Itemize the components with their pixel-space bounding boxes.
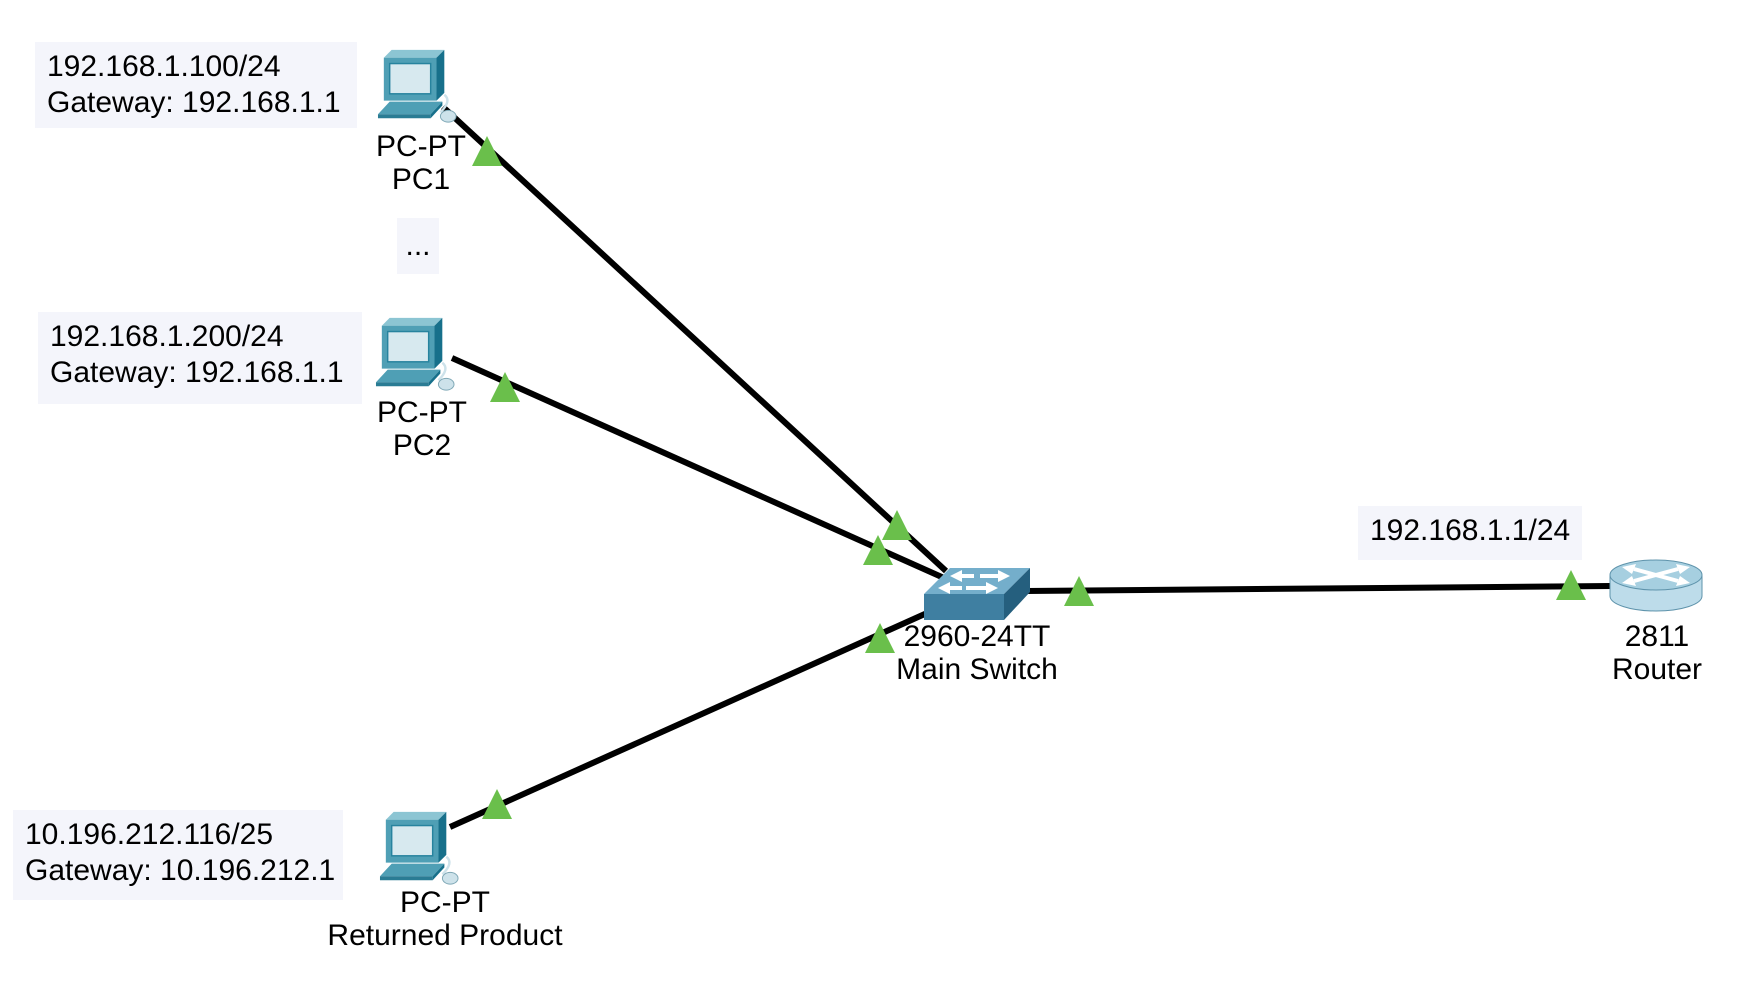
note-line: 192.168.1.100/24: [47, 50, 281, 83]
note-line: 192.168.1.1/24: [1370, 514, 1571, 547]
link-status-up-icon: [472, 136, 502, 166]
link-pc1-mainswitch[interactable]: [440, 104, 949, 574]
link-status-up-icon: [1064, 576, 1094, 606]
note-line: 192.168.1.200/24: [50, 320, 284, 353]
device-name: PC2: [392, 429, 452, 462]
device-label-returned-product: PC-PT Returned Product: [325, 886, 565, 952]
note-pc1-ip[interactable]: 192.168.1.100/24 Gateway: 192.168.1.1: [35, 42, 357, 128]
device-name: Main Switch: [896, 653, 1058, 686]
router-icon[interactable]: [1606, 554, 1706, 620]
note-line: Gateway: 10.196.212.1: [25, 854, 336, 887]
device-model: 2811: [1624, 620, 1690, 653]
link-status-up-icon: [482, 789, 512, 819]
device-model: 2960-24TT: [903, 620, 1051, 653]
pc-icon[interactable]: [374, 46, 460, 126]
device-model: PC-PT: [377, 396, 467, 429]
link-status-up-icon: [863, 535, 893, 565]
device-label-main-switch: 2960-24TT Main Switch: [857, 620, 1097, 686]
device-label-pc2: PC-PT PC2: [302, 396, 542, 462]
note-router-ip[interactable]: 192.168.1.1/24: [1358, 506, 1582, 560]
note-ellipsis[interactable]: ...: [397, 218, 439, 274]
link-mainswitch-router[interactable]: [1025, 583, 1612, 594]
link-status-up-icon: [490, 372, 520, 402]
device-name: Returned Product: [327, 919, 563, 952]
note-line: ...: [405, 229, 431, 262]
note-pc2-ip[interactable]: 192.168.1.200/24 Gateway: 192.168.1.1: [38, 312, 362, 404]
link-pc2-mainswitch[interactable]: [450, 355, 946, 581]
device-name: Router: [1611, 653, 1703, 686]
link-status-up-icon: [882, 510, 912, 540]
pc-icon[interactable]: [372, 314, 458, 394]
switch-icon[interactable]: [922, 564, 1032, 622]
device-label-router: 2811 Router: [1537, 620, 1754, 686]
device-name: PC1: [391, 163, 451, 196]
note-line: Gateway: 192.168.1.1: [50, 356, 344, 389]
link-status-up-icon: [865, 623, 895, 653]
note-line: 10.196.212.116/25: [25, 818, 274, 851]
device-model: PC-PT: [376, 130, 466, 163]
device-label-pc1: PC-PT PC1: [301, 130, 541, 196]
link-returnedproduct-mainswitch[interactable]: [448, 610, 929, 830]
device-model: PC-PT: [400, 886, 490, 919]
note-returned-product-ip[interactable]: 10.196.212.116/25 Gateway: 10.196.212.1: [13, 810, 343, 900]
note-line: Gateway: 192.168.1.1: [47, 86, 341, 119]
pc-icon[interactable]: [376, 808, 462, 888]
link-status-up-icon: [1556, 570, 1586, 600]
